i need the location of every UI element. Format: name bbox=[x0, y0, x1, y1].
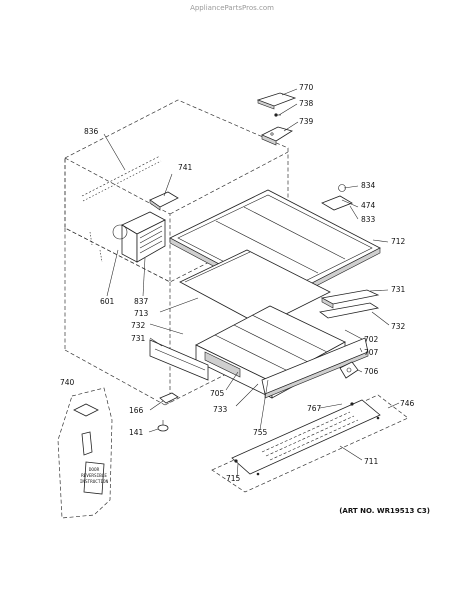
callout-767: 767 bbox=[307, 404, 322, 413]
drawer-front-707 bbox=[261, 337, 369, 399]
callout-834: 834 bbox=[361, 181, 376, 190]
light-833 bbox=[321, 184, 353, 211]
bracket-166 bbox=[159, 392, 179, 404]
rail-731-right bbox=[320, 289, 380, 309]
callout-837: 837 bbox=[134, 297, 149, 306]
callout-601: 601 bbox=[100, 297, 115, 306]
callout-705: 705 bbox=[210, 389, 225, 398]
callout-770: 770 bbox=[299, 83, 314, 92]
callout-713: 713 bbox=[134, 309, 149, 318]
kit-740 bbox=[57, 387, 113, 519]
callout-731-left: 731 bbox=[131, 334, 146, 343]
callout-141: 141 bbox=[129, 428, 144, 437]
instruction-line-1: DOOR bbox=[89, 467, 100, 473]
hinge-739 bbox=[261, 126, 293, 146]
control-module bbox=[112, 211, 166, 263]
art-number: (ART NO. WR19513 C3) bbox=[339, 507, 430, 515]
back-panel-holes bbox=[81, 155, 162, 263]
callout-739: 739 bbox=[299, 117, 314, 126]
callout-746: 746 bbox=[400, 399, 415, 408]
callout-740: 740 bbox=[60, 378, 75, 387]
grille-711 bbox=[211, 394, 409, 493]
rail-731-left bbox=[149, 339, 209, 381]
callout-733: 733 bbox=[213, 405, 228, 414]
callout-711: 711 bbox=[364, 457, 379, 466]
cover-741 bbox=[149, 191, 179, 211]
callout-732-left: 732 bbox=[131, 321, 146, 330]
callout-731-right: 731 bbox=[391, 285, 406, 294]
callout-755: 755 bbox=[253, 428, 268, 437]
foot-141 bbox=[157, 420, 169, 432]
screw-738 bbox=[274, 113, 281, 117]
callout-702: 702 bbox=[364, 335, 379, 344]
callout-166: 166 bbox=[129, 406, 144, 415]
callout-707: 707 bbox=[364, 348, 379, 357]
callout-715: 715 bbox=[226, 474, 241, 483]
callout-706: 706 bbox=[364, 367, 379, 376]
callout-741: 741 bbox=[178, 163, 193, 172]
instruction-line-2: REVERSIBLE bbox=[81, 473, 107, 479]
instruction-line-3: INSTRUCTION bbox=[80, 479, 109, 485]
callout-738: 738 bbox=[299, 99, 314, 108]
top-bracket-770 bbox=[256, 92, 297, 110]
callout-712: 712 bbox=[391, 237, 406, 246]
callout-732-right: 732 bbox=[391, 322, 406, 331]
instruction-card: DOOR REVERSIBLE INSTRUCTION bbox=[80, 467, 109, 485]
callout-833: 833 bbox=[361, 215, 376, 224]
watermark: AppliancePartsPros.com bbox=[190, 4, 274, 12]
rail-732-right bbox=[319, 302, 380, 319]
callout-836: 836 bbox=[84, 127, 99, 136]
shelf-713 bbox=[179, 249, 331, 327]
callout-474: 474 bbox=[361, 201, 376, 210]
leader-lines bbox=[103, 88, 400, 479]
callout-labels: 770 738 739 836 741 834 474 833 712 601 … bbox=[60, 83, 415, 483]
